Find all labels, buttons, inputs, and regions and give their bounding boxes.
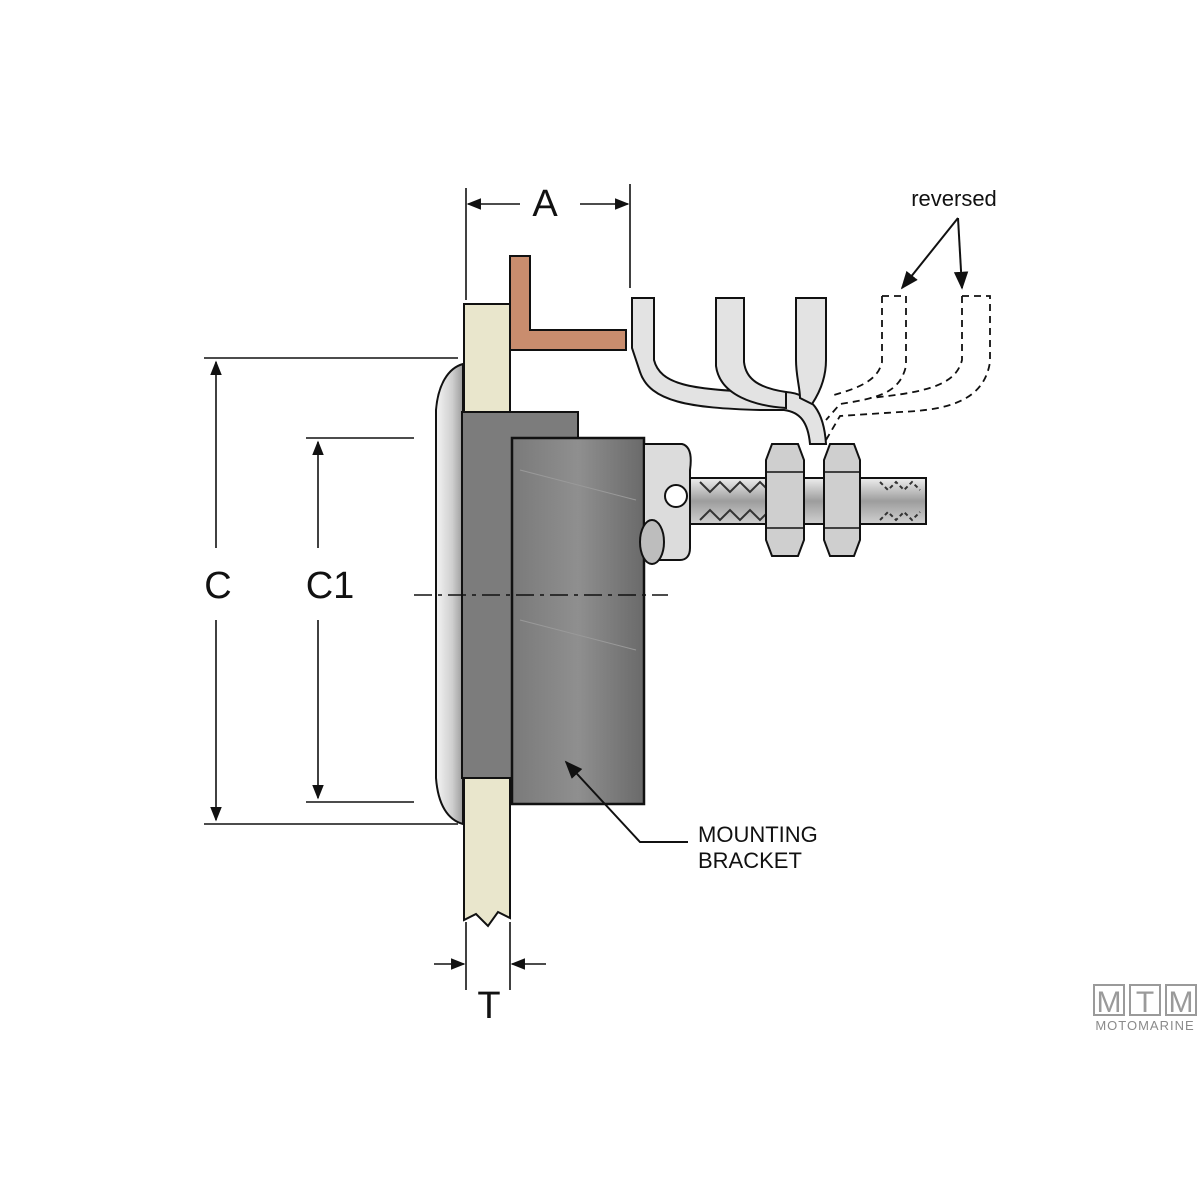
mounting-label-line2: BRACKET bbox=[698, 848, 802, 873]
logo-wordmark: MOTOMARINE bbox=[1095, 1018, 1194, 1033]
panel bbox=[463, 303, 511, 928]
threaded-stud bbox=[639, 443, 927, 565]
reversed-arrows bbox=[900, 217, 969, 290]
motomarine-logo: M T M MOTOMARINE bbox=[1093, 984, 1197, 1033]
terminal-lugs bbox=[631, 297, 828, 445]
dimension-c1 bbox=[306, 437, 414, 803]
mounting-label-line1: MOUNTING bbox=[698, 822, 818, 847]
gauge-body bbox=[461, 411, 646, 806]
reversed-lugs bbox=[825, 295, 991, 441]
dimension-t-label: T bbox=[477, 985, 500, 1027]
dimension-c-label: C bbox=[204, 565, 231, 607]
dimension-t bbox=[434, 922, 546, 990]
logo-letter-3: M bbox=[1169, 986, 1194, 1019]
hex-nut-outer bbox=[823, 443, 861, 557]
logo-letter-1: M bbox=[1097, 986, 1122, 1019]
mounting-bracket-leader bbox=[564, 760, 688, 843]
dimension-a bbox=[465, 184, 631, 300]
dimension-c1-label: C1 bbox=[306, 565, 355, 607]
hex-nut-inner bbox=[765, 443, 805, 557]
dimension-a-label: A bbox=[532, 183, 558, 225]
copper-terminal bbox=[509, 255, 627, 351]
logo-letter-2: T bbox=[1136, 986, 1154, 1019]
reversed-label: reversed bbox=[911, 186, 997, 211]
dimension-c bbox=[204, 357, 458, 825]
